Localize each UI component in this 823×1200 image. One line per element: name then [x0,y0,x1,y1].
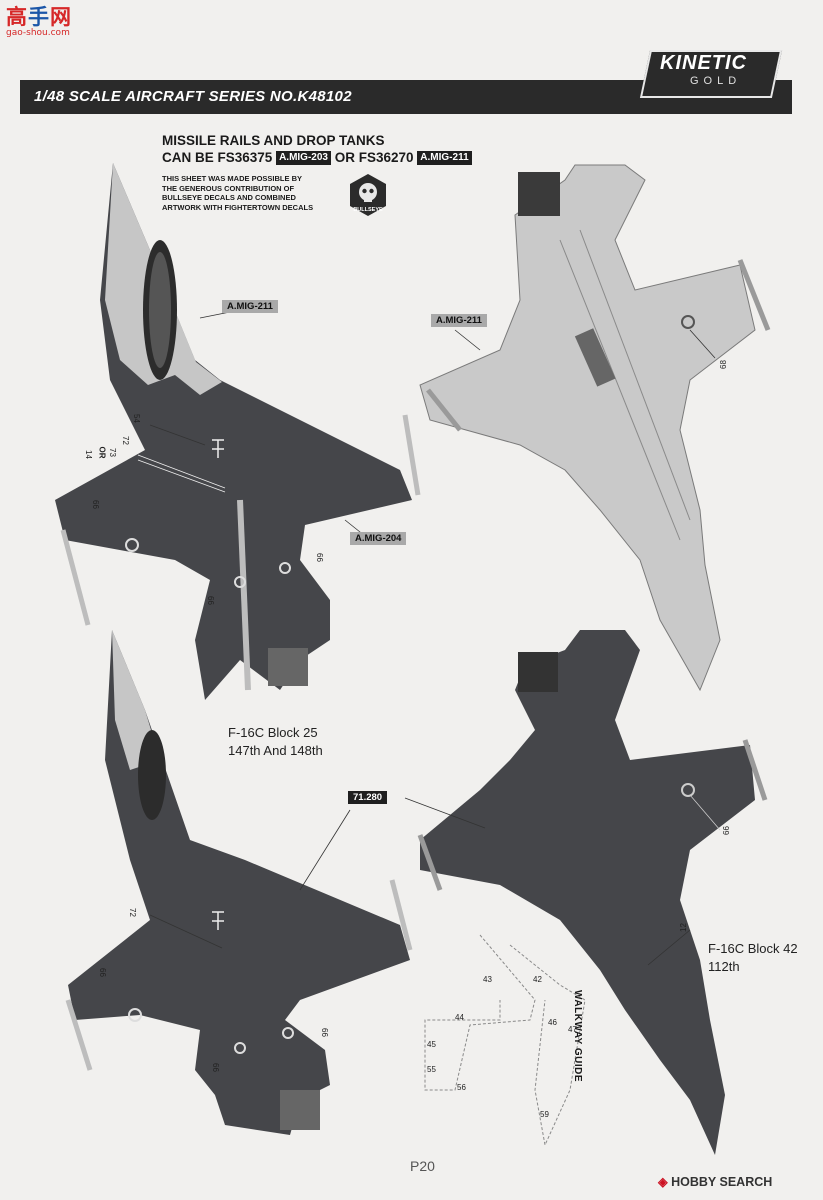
page-title: 1/48 SCALE AIRCRAFT SERIES NO.K48102 [34,88,352,105]
walkway-number: 43 [483,975,492,984]
f16-top-view-2 [65,630,413,1135]
walkway-number: 55 [427,1065,436,1074]
decal-number: 66 [721,826,731,835]
paint-code-pill-1: A.MIG-203 [276,151,331,166]
block42-caption: F-16C Block 42 112th [708,940,798,976]
watermark-char-3: 网 [50,5,72,29]
contribution-line: THE GENEROUS CONTRIBUTION OF [162,183,295,193]
contribution-note: THIS SHEET WAS MADE POSSIBLE BY THE GENE… [162,174,342,212]
watermark-url: gao-shou.com [6,28,70,38]
block42-caption-line-1: F-16C Block 42 [708,941,798,956]
walkway-number: 44 [455,1013,464,1022]
walkway-number: 42 [533,975,542,984]
decal-number: 73 [107,448,117,457]
bullseye-skull-logo: BULLSEYE [350,174,386,216]
block42-caption-line-2: 112th [708,959,740,974]
paint-callout-mid: A.MIG-204 [350,532,407,545]
block25-caption: F-16C Block 25 147th And 148th [228,724,323,760]
f16-underside-view-1 [419,164,771,692]
f16-underside-view-2 [404,630,768,1155]
watermark-char-1: 高 [6,5,28,29]
contribution-line: ARTWORK WITH FIGHTERTOWN DECALS [162,202,314,212]
decal-number: 66 [97,968,107,977]
walkway-guide-label: WALKWAY GUIDE [572,990,583,1083]
decal-number: 12 [678,923,688,932]
paint-callout-walk-code: 71.280 [348,791,388,804]
decal-number: 66 [205,596,215,605]
decal-number: 66 [90,500,100,509]
watermark-char-2: 手 [28,5,50,29]
decal-number: 66 [210,1063,220,1072]
walkway-number: 56 [457,1083,466,1092]
walkway-number: 47 [568,1025,577,1034]
block25-caption-line-2: 147th And 148th [228,743,323,758]
paint-note-line-1: MISSILE RAILS AND DROP TANKS [162,133,385,148]
decal-or-label: OR [97,446,107,459]
decal-number: 54 [131,414,141,423]
decal-number: 66 [319,1028,329,1037]
paint-note-line-2a: CAN BE FS36375 [162,150,273,165]
decal-number: 72 [127,908,137,917]
decal-number: 68 [718,360,728,369]
paint-note: MISSILE RAILS AND DROP TANKS CAN BE FS36… [162,132,472,166]
hobby-search-icon: ◈ [658,1175,668,1189]
decal-number: 66 [314,553,324,562]
decal-number: 14 [83,450,93,459]
paint-callout-top-left: A.MIG-211 [222,300,278,313]
hobby-search-text: HOBBY SEARCH [671,1175,773,1189]
contribution-line: BULLSEYE DECALS AND COMBINED [162,193,296,202]
decal-number: 72 [120,436,130,445]
paint-code-pill-2: A.MIG-211 [417,151,472,166]
walkway-number: 45 [427,1040,436,1049]
block25-caption-line-1: F-16C Block 25 [228,725,318,740]
page-number: P20 [410,1158,435,1174]
contribution-line: THIS SHEET WAS MADE POSSIBLE BY [162,174,303,183]
kinetic-logo-sub: GOLD [690,75,742,87]
hobby-search-watermark: ◈ HOBBY SEARCH [658,1174,772,1189]
walkway-guide [424,934,586,1147]
walkway-number: 46 [548,1018,557,1027]
site-watermark: 高手网 gao-shou.com [6,6,72,38]
paint-callout-top-right: A.MIG-211 [431,314,487,327]
bullseye-text: BULLSEYE [353,207,383,213]
paint-note-line-2b: OR FS36270 [334,150,414,165]
kinetic-logo-text: KINETIC [660,52,747,74]
walkway-number: 59 [540,1110,549,1119]
f16-top-view-1 [55,163,421,700]
